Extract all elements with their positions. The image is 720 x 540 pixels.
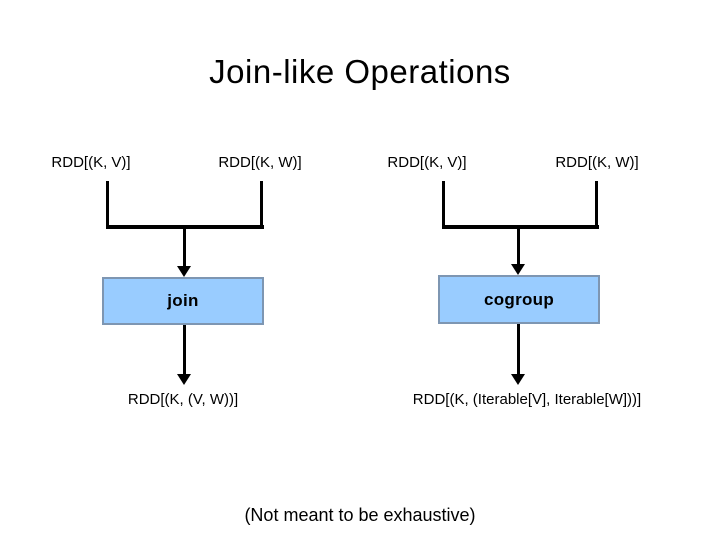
join-input-right-label: RDD[(K, W)]	[218, 154, 302, 171]
cogroup-operation-box: cogroup	[438, 275, 600, 324]
down-arrow-icon	[177, 266, 191, 277]
join-left-branch-line	[106, 181, 109, 228]
cogroup-input-right-label: RDD[(K, W)]	[555, 154, 639, 171]
cogroup-input-left-label: RDD[(K, V)]	[387, 154, 467, 171]
down-arrow-icon	[177, 374, 191, 385]
cogroup-operation-label: cogroup	[483, 289, 555, 309]
cogroup-input-arrow-shaft	[517, 229, 520, 265]
slide-title: Join-like Operations	[209, 53, 511, 90]
join-operation-box: join	[102, 277, 264, 325]
cogroup-right-branch-line	[595, 181, 598, 228]
footnote: (Not meant to be exhaustive)	[244, 505, 476, 525]
cogroup-merge-bar	[442, 225, 599, 229]
down-arrow-icon	[511, 264, 525, 275]
cogroup-left-branch-line	[442, 181, 445, 228]
join-output-label: RDD[(K, (V, W))]	[127, 391, 239, 408]
join-operation-label: join	[167, 291, 199, 310]
join-output-arrow-shaft	[183, 325, 186, 374]
join-input-arrow-shaft	[183, 229, 186, 266]
cogroup-output-arrow-shaft	[517, 324, 520, 374]
join-merge-bar	[106, 225, 264, 229]
join-right-branch-line	[260, 181, 263, 228]
cogroup-output-label: RDD[(K, (Iterable[V], Iterable[W]))]	[412, 391, 642, 408]
join-input-left-label: RDD[(K, V)]	[51, 154, 131, 171]
down-arrow-icon	[511, 374, 525, 385]
